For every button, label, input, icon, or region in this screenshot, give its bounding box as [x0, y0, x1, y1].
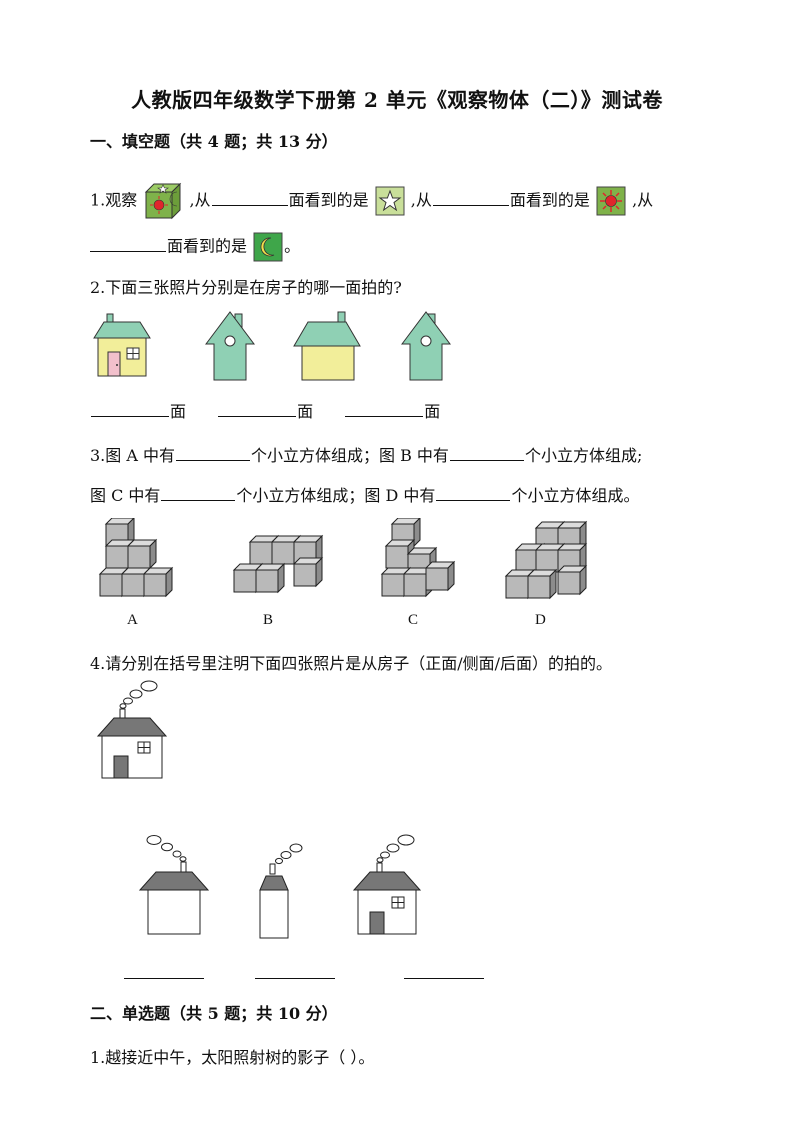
sun-face-icon [596, 186, 626, 216]
q3-text: 个小立方体组成；图 B 中有 [251, 446, 449, 465]
figure-label-b: B [263, 612, 274, 628]
q3-text: 个小立方体组成；图 D 中有 [236, 486, 436, 505]
answer-blank[interactable] [90, 235, 166, 252]
house-back-plain [138, 835, 210, 935]
q1-from-2: ,从 [410, 190, 432, 210]
answer-blank[interactable] [211, 189, 288, 206]
q1-prefix: 1.观察 [90, 190, 138, 210]
house-back-view [293, 311, 361, 381]
q1-see-3: 面看到的是 [167, 236, 248, 256]
answer-blank[interactable] [218, 400, 297, 417]
answer-line[interactable] [255, 978, 335, 979]
question-3-line-2: 图 C 中有 个小立方体组成；图 D 中有 个小立方体组成。 [90, 482, 639, 506]
answer-blank[interactable] [345, 400, 424, 417]
answer-blank[interactable] [91, 400, 169, 417]
figure-a [99, 518, 173, 597]
house-front-view [93, 313, 151, 377]
figure-d [505, 521, 587, 599]
face-label: 面 [297, 402, 314, 421]
face-label: 面 [170, 402, 187, 421]
q1-see-2: 面看到的是 [509, 190, 590, 210]
q3-text: 3.图 A 中有 [90, 446, 175, 465]
cube-figures [99, 518, 587, 599]
figure-c [381, 518, 455, 597]
answer-blank[interactable] [176, 444, 250, 461]
cube-icon [145, 182, 182, 220]
figure-b [233, 535, 323, 593]
house-views [138, 834, 422, 939]
q1-from-3: ,从 [632, 190, 654, 210]
question-1-cont: 面看到的是 。 [90, 232, 300, 262]
moon-face-icon [253, 232, 283, 262]
answer-blank[interactable] [161, 484, 236, 501]
face-label: 面 [424, 402, 441, 421]
q2-answers: 面 面 面 [90, 398, 440, 422]
question-4: 4.请分别在括号里注明下面四张照片是从房子（正面/侧面/后面）的拍的。 [90, 654, 613, 673]
question-1: 1.观察 ,从 面看到的是 ,从 面看到的是 ,从 [90, 180, 653, 222]
house-photos [93, 311, 451, 381]
star-face-icon [375, 186, 405, 216]
page-title: 人教版四年级数学下册第 2 单元《观察物体（二）》测试卷 [131, 88, 663, 112]
figure-label-c: C [408, 612, 419, 628]
figure-label-d: D [535, 612, 546, 628]
figure-label-a: A [127, 612, 138, 628]
house-side-view-2 [401, 311, 451, 381]
house-front-with-door [352, 834, 422, 935]
question-3-line-1: 3.图 A 中有 个小立方体组成；图 B 中有 个小立方体组成; [90, 442, 642, 466]
reference-house [96, 680, 168, 779]
section-1-heading: 一、填空题（共 4 题；共 13 分） [90, 132, 338, 151]
house-side-view [205, 311, 255, 381]
answer-blank[interactable] [436, 484, 511, 501]
q1-see-1: 面看到的是 [288, 190, 369, 210]
house-side-narrow [259, 843, 303, 939]
answer-blank[interactable] [432, 189, 509, 206]
question-2: 2.下面三张照片分别是在房子的哪一面拍的? [90, 278, 402, 297]
q1-from-1: ,从 [189, 190, 211, 210]
answer-blank[interactable] [449, 444, 524, 461]
q3-text: 图 C 中有 [90, 486, 161, 505]
q3-text: 个小立方体组成; [524, 446, 643, 465]
section-2-heading: 二、单选题（共 5 题；共 10 分） [90, 1004, 338, 1023]
q1-end: 。 [284, 236, 301, 256]
section-2-question-1: 1.越接近中午，太阳照射树的影子（ ）。 [90, 1048, 375, 1067]
q3-text: 个小立方体组成。 [511, 486, 640, 505]
answer-line[interactable] [404, 978, 484, 979]
answer-line[interactable] [124, 978, 204, 979]
